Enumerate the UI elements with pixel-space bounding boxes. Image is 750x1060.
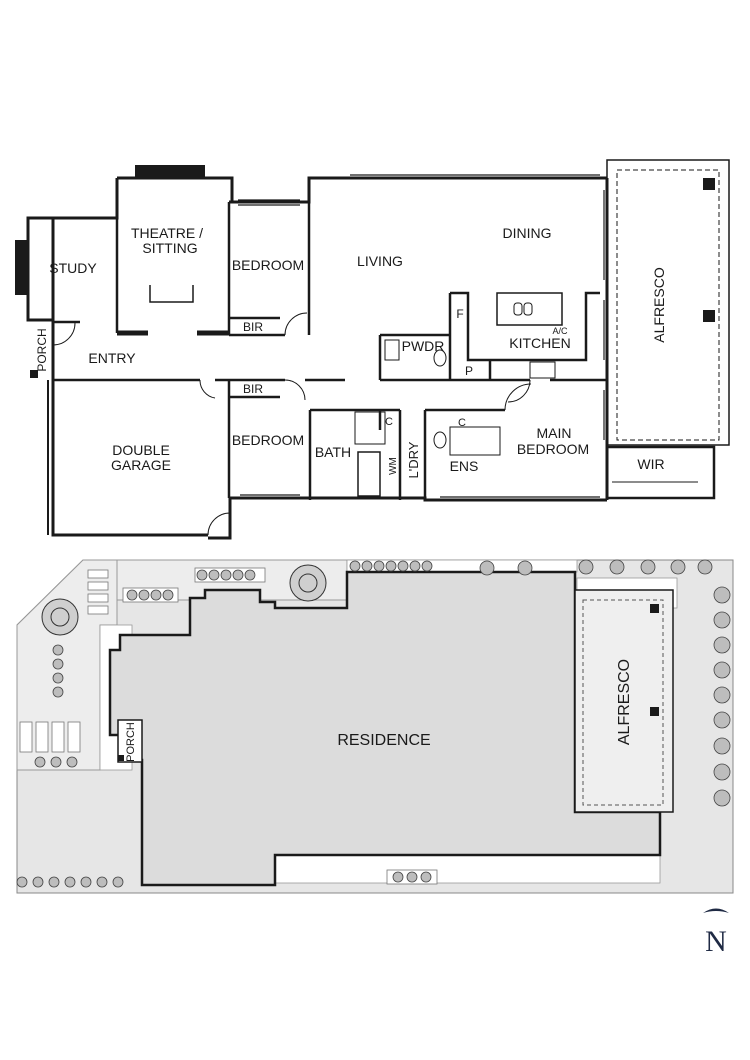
- bath-shower: [354, 411, 386, 445]
- room-label-main-bedroom: BEDROOM: [517, 441, 589, 457]
- room-label-bir-lower: BIR: [243, 382, 263, 396]
- room-label-sitting: SITTING: [142, 240, 197, 256]
- site-label-residence: RESIDENCE: [337, 732, 430, 749]
- shrubs: [16, 559, 731, 888]
- ens-toilet: [433, 431, 447, 449]
- room-label-study: STUDY: [49, 260, 97, 276]
- room-label-double: DOUBLE: [112, 442, 170, 458]
- room-label-fridge: F: [456, 307, 463, 321]
- room-label-wir: WIR: [637, 456, 664, 472]
- north-compass: N: [703, 908, 729, 958]
- room-label-living: LIVING: [357, 253, 403, 269]
- pwdr-basin: [384, 339, 400, 361]
- compass-label: N: [705, 925, 727, 958]
- kitchen-island: [496, 292, 563, 326]
- label-ac: A/C: [552, 326, 568, 336]
- wir-walls: [607, 445, 716, 500]
- site-label-alfresco: ALFRESCO: [616, 659, 633, 745]
- room-label-entry: ENTRY: [88, 350, 136, 366]
- site-plan: [16, 559, 734, 894]
- label-c-bath: C: [385, 416, 393, 428]
- room-label-pantry: P: [465, 364, 473, 378]
- theatre-window-bar: [135, 165, 205, 177]
- porch-post: [30, 370, 38, 378]
- floor-plan: [15, 159, 730, 540]
- south-path: [274, 854, 661, 884]
- bathtub: [357, 451, 381, 497]
- theatre-screen: [149, 285, 194, 303]
- room-label-porch: PORCH: [35, 328, 49, 371]
- cooktop: [529, 361, 556, 379]
- room-label-pwdr: PWDR: [402, 338, 445, 354]
- ens-shower: [449, 426, 501, 456]
- room-label-alfresco: ALFRESCO: [651, 267, 667, 343]
- room-label-bedroom-upper: BEDROOM: [232, 257, 304, 273]
- site-label-porch: PORCH: [125, 722, 137, 762]
- room-label-ens: ENS: [450, 458, 479, 474]
- label-c-ens: C: [458, 417, 466, 429]
- room-label-theatre: THEATRE /: [131, 225, 203, 241]
- room-label-bath: BATH: [315, 444, 351, 460]
- trees: [41, 564, 327, 636]
- room-label-kitchen: KITCHEN: [509, 335, 570, 351]
- pwdr-toilet: [433, 349, 447, 367]
- site-alfresco: [574, 589, 674, 813]
- room-label-garage: GARAGE: [111, 457, 171, 473]
- residence-footprint: [108, 570, 662, 887]
- room-label-main: MAIN: [537, 425, 572, 441]
- compass-arrow-icon: [703, 908, 729, 913]
- alfresco-structure: [606, 159, 730, 446]
- room-label-bir-upper: BIR: [243, 320, 263, 334]
- study-window-bar: [15, 240, 27, 295]
- floor-plan-labels: STUDY THEATRE / SITTING BEDROOM LIVING D…: [35, 225, 667, 478]
- sink-left: [513, 302, 523, 316]
- site-plan-labels: RESIDENCE ALFRESCO PORCH: [125, 659, 633, 762]
- label-wm: WM: [388, 457, 399, 475]
- room-label-laundry: L'DRY: [406, 441, 421, 478]
- interior-walls: [52, 178, 607, 536]
- room-label-dining: DINING: [503, 225, 552, 241]
- windows: [238, 174, 605, 498]
- sink-right: [523, 302, 533, 316]
- room-label-bedroom-lower: BEDROOM: [232, 432, 304, 448]
